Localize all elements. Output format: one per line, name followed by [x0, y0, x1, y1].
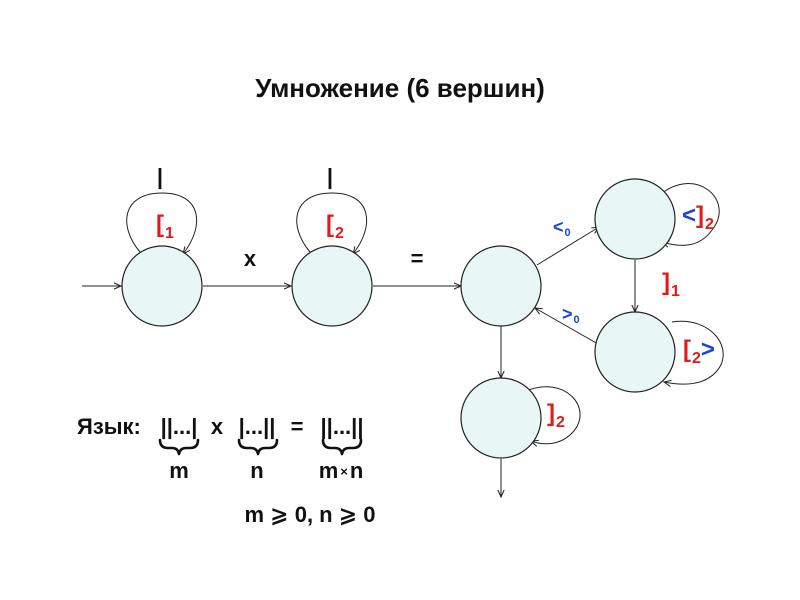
loop-label-n1-bar: | — [157, 164, 163, 189]
loop-n4 — [659, 183, 720, 246]
state-node-4 — [594, 178, 676, 260]
loop-n2 — [296, 192, 368, 254]
edge-label-close-1: ]1 — [662, 269, 680, 300]
loop-label-n2-bar: | — [327, 164, 333, 189]
loop-label-open-1: [1 — [156, 211, 174, 242]
loop-label-n6: ]2 — [547, 400, 565, 431]
loop-label-open-2: [2 — [326, 211, 344, 242]
under-label-m: m — [169, 458, 189, 483]
language-prefix: Язык: — [77, 414, 141, 439]
brace-3 — [321, 438, 363, 456]
edge-label-lt0: <0 — [553, 217, 571, 239]
loop-label-n4: <]2 — [682, 202, 714, 233]
edge-n5-n3 — [535, 308, 599, 345]
state-node-5 — [594, 311, 676, 393]
loop-label-n5: [2> — [683, 336, 715, 367]
page-title: Умножение (6 вершин) — [255, 73, 545, 103]
loop-n6 — [525, 386, 581, 444]
loop-n5 — [664, 320, 724, 384]
edge-label-gt0: >0 — [562, 304, 580, 326]
operator-x: x — [244, 246, 257, 271]
state-node-1 — [121, 245, 203, 327]
under-label-mxn: m×n — [319, 458, 364, 483]
language-operator-x: x — [211, 414, 224, 439]
state-node-2 — [291, 245, 373, 327]
language-word-1: ||...| — [161, 414, 198, 439]
brace-2 — [237, 438, 279, 456]
language-operator-eq: = — [291, 414, 304, 439]
loop-n1 — [126, 192, 198, 254]
edge-n3-n4 — [536, 227, 599, 266]
brace-1 — [158, 438, 200, 456]
state-node-6 — [460, 377, 542, 459]
language-word-3: ||...|| — [321, 414, 364, 439]
under-label-n: n — [250, 458, 263, 483]
language-condition: m ⩾ 0, n ⩾ 0 — [244, 502, 375, 527]
language-word-2: |...|| — [239, 414, 276, 439]
state-node-3 — [460, 245, 542, 327]
operator-eq: = — [411, 246, 424, 271]
